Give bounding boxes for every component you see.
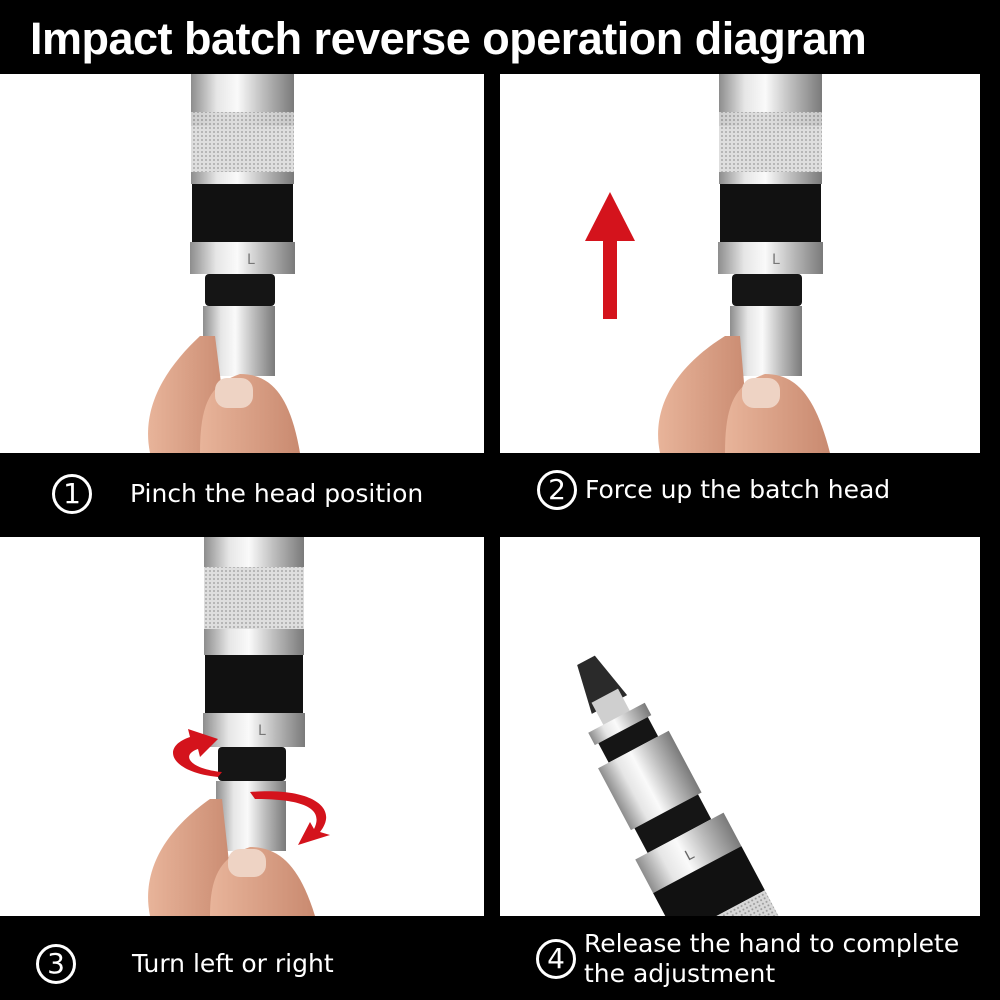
step-label: Turn left or right (132, 949, 334, 978)
step-label: Release the hand to complete the adjustm… (584, 929, 959, 989)
step-number-badge: 4 (536, 939, 576, 979)
step-number-badge: 3 (36, 944, 76, 984)
svg-text:L: L (258, 723, 266, 739)
rotate-arrows-icon (173, 729, 330, 845)
step-2-image: L (500, 74, 980, 453)
step-number-badge: 1 (52, 474, 92, 514)
step-label: Force up the batch head (585, 475, 891, 504)
step-4-image: L (500, 537, 980, 916)
step-label: Pinch the head position (130, 479, 424, 508)
step-label-line-2: the adjustment (584, 959, 776, 988)
step-3-caption: 3 Turn left or right (36, 944, 334, 984)
screwdriver-push-illustration: L (585, 74, 830, 453)
step-4-caption: 4 Release the hand to complete the adjus… (536, 929, 959, 989)
screwdriver-complete-illustration: L (577, 655, 803, 916)
step-number-badge: 2 (537, 470, 577, 510)
svg-text:L: L (247, 252, 255, 268)
screwdriver-pinch-illustration: L (148, 74, 300, 453)
step-1-image: L (0, 74, 484, 453)
screwdriver-rotate-illustration: L (148, 537, 330, 916)
up-arrow-icon (585, 192, 635, 319)
step-3-image: L (0, 537, 484, 916)
step-label-line-1: Release the hand to complete (584, 929, 960, 958)
step-1-caption: 1 Pinch the head position (52, 474, 423, 514)
svg-text:L: L (772, 252, 780, 268)
page-title: Impact batch reverse operation diagram (30, 13, 867, 64)
step-2-caption: 2 Force up the batch head (537, 470, 890, 510)
